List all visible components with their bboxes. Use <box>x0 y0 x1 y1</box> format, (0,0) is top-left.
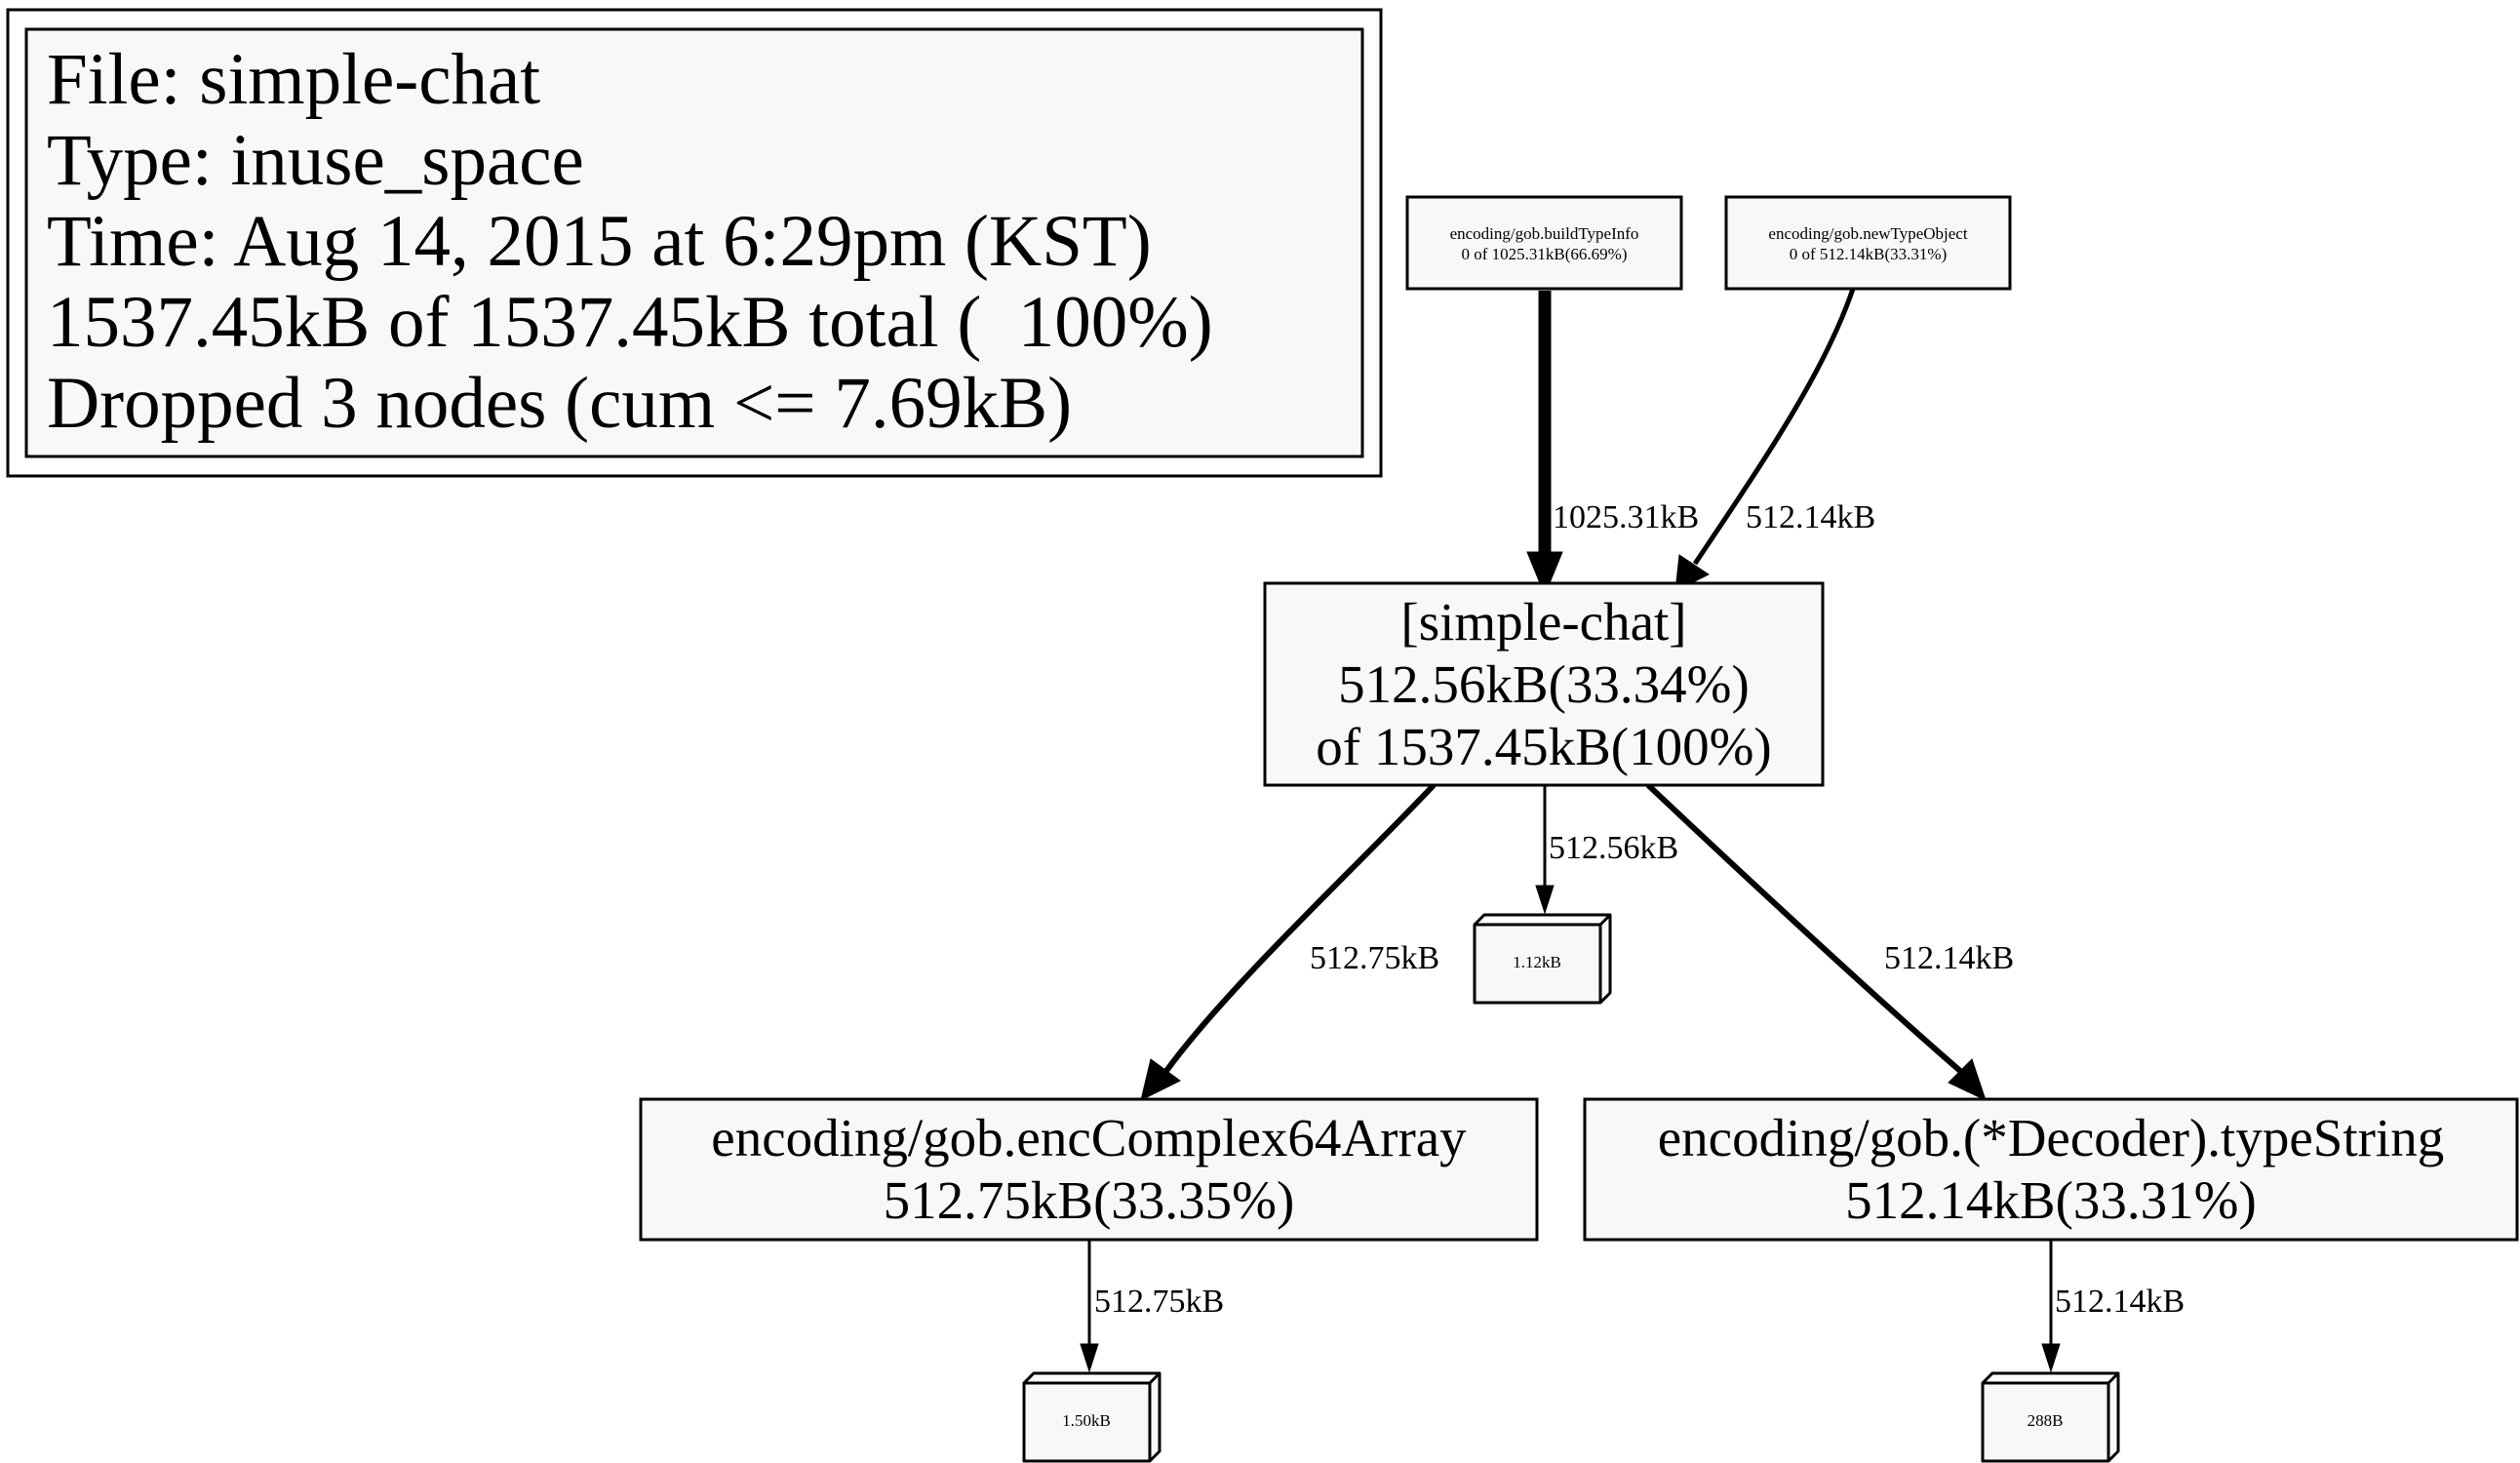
edge-label-decoder-to-block: 512.14kB <box>2055 1284 2185 1320</box>
node-new-type-object-value: 0 of 512.14kB(33.31%) <box>1790 245 1947 263</box>
block-simple-chat[interactable]: 1.12kB <box>1473 913 1612 1005</box>
edge-simple-to-decoder[interactable]: 512.14kB <box>1645 782 2014 1101</box>
edge-label-newtype-to-simple: 512.14kB <box>1746 499 1875 535</box>
node-enc-complex64-array-value: 512.75kB(33.35%) <box>884 1170 1295 1230</box>
legend-file: File: simple-chat <box>47 39 540 120</box>
block-decoder[interactable]: 288B <box>1981 1371 2120 1463</box>
node-simple-chat-flat: 512.56kB(33.34%) <box>1338 654 1750 714</box>
edge-newtype-to-simple[interactable]: 512.14kB <box>1674 288 1875 592</box>
edge-label-simple-to-enc: 512.75kB <box>1310 940 1439 976</box>
legend-total: 1537.45kB of 1537.45kB total ( 100%) <box>47 282 1213 363</box>
node-enc-complex64-array-name: encoding/gob.encComplex64Array <box>711 1108 1467 1167</box>
node-decoder-type-string[interactable]: encoding/gob.(*Decoder).typeString 512.1… <box>1583 1097 2519 1242</box>
node-build-type-info-value: 0 of 1025.31kB(66.69%) <box>1462 245 1628 263</box>
legend: File: simple-chat Type: inuse_space Time… <box>6 8 1383 478</box>
block-enc-value: 1.50kB <box>1062 1411 1111 1430</box>
edge-label-enc-to-block: 512.75kB <box>1094 1284 1224 1320</box>
node-new-type-object[interactable]: encoding/gob.newTypeObject 0 of 512.14kB… <box>1724 195 2012 291</box>
edge-label-simple-to-block: 512.56kB <box>1549 830 1678 866</box>
legend-time: Time: Aug 14, 2015 at 6:29pm (KST) <box>47 201 1152 282</box>
node-build-type-info-name: encoding/gob.buildTypeInfo <box>1450 224 1639 243</box>
edge-simple-to-enc[interactable]: 512.75kB <box>1140 782 1439 1101</box>
edge-simple-to-block[interactable]: 512.56kB <box>1535 785 1678 915</box>
block-simple-chat-value: 1.12kB <box>1513 953 1561 971</box>
node-simple-chat[interactable]: [simple-chat] 512.56kB(33.34%) of 1537.4… <box>1263 581 1825 787</box>
node-enc-complex64-array[interactable]: encoding/gob.encComplex64Array 512.75kB(… <box>639 1097 1539 1242</box>
edge-label-build-to-simple: 1025.31kB <box>1553 499 1699 535</box>
block-enc[interactable]: 1.50kB <box>1022 1371 1162 1463</box>
edge-build-to-simple[interactable]: 1025.31kB <box>1526 291 1699 597</box>
legend-type: Type: inuse_space <box>47 120 584 201</box>
block-decoder-value: 288B <box>2028 1411 2064 1430</box>
node-build-type-info[interactable]: encoding/gob.buildTypeInfo 0 of 1025.31k… <box>1405 195 1683 291</box>
node-simple-chat-cum: of 1537.45kB(100%) <box>1316 717 1771 776</box>
edge-enc-to-block[interactable]: 512.75kB <box>1080 1240 1224 1373</box>
edge-label-simple-to-decoder: 512.14kB <box>1884 940 2014 976</box>
node-decoder-type-string-value: 512.14kB(33.31%) <box>1845 1170 2257 1230</box>
node-simple-chat-name: [simple-chat] <box>1400 592 1686 652</box>
node-new-type-object-name: encoding/gob.newTypeObject <box>1768 224 1967 243</box>
edge-decoder-to-block[interactable]: 512.14kB <box>2041 1240 2185 1373</box>
legend-dropped: Dropped 3 nodes (cum <= 7.69kB) <box>47 363 1072 444</box>
node-decoder-type-string-name: encoding/gob.(*Decoder).typeString <box>1658 1108 2444 1167</box>
